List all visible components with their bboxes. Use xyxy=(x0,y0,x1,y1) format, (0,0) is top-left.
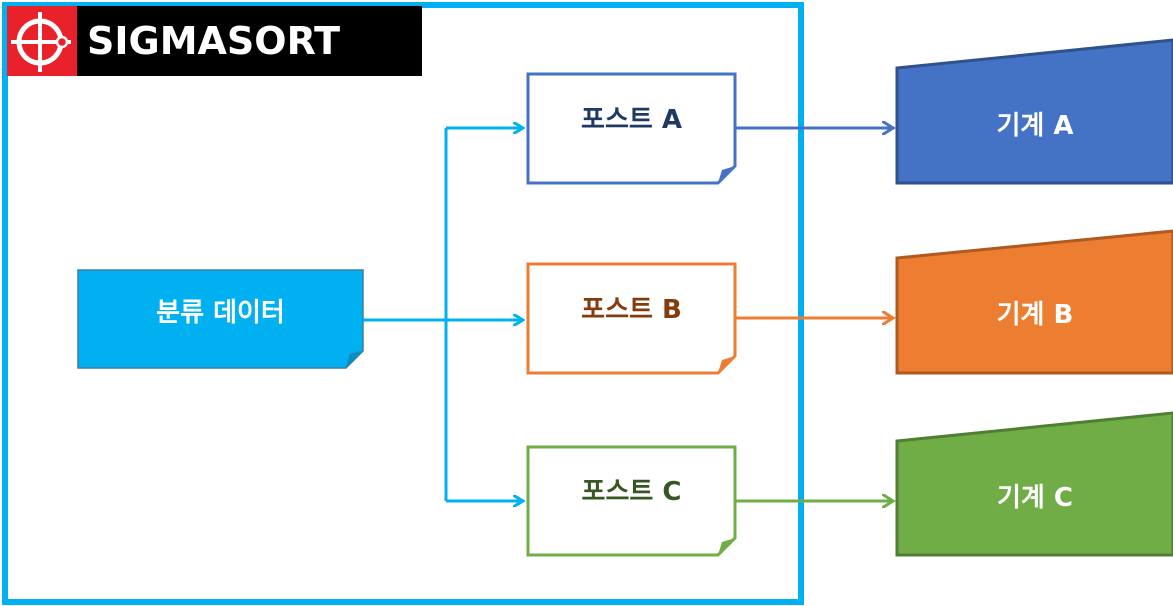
host-a-label: 포스트 A xyxy=(581,105,682,135)
machine-b-label: 기계 B xyxy=(996,300,1074,330)
machine-a-label: 기계 A xyxy=(996,111,1074,141)
crosshair-logo-icon xyxy=(7,6,77,76)
host-b-fold xyxy=(718,356,735,373)
machine-c-shape xyxy=(895,411,1173,557)
host-b-label: 포스트 B xyxy=(581,295,682,325)
source-box-fold xyxy=(345,350,364,369)
host-c-fold xyxy=(718,538,735,555)
sigmasort-logo: SIGMASORT xyxy=(7,6,422,76)
host-c-label: 포스트 C xyxy=(581,477,682,507)
machine-c-label: 기계 C xyxy=(997,483,1073,513)
logo-wordmark: SIGMASORT xyxy=(87,19,341,63)
host-a-fold xyxy=(718,166,735,183)
machine-b-shape xyxy=(895,229,1173,375)
system-frame xyxy=(2,2,804,605)
machine-a-shape xyxy=(895,38,1173,185)
source-label: 분류 데이터 xyxy=(156,298,285,328)
